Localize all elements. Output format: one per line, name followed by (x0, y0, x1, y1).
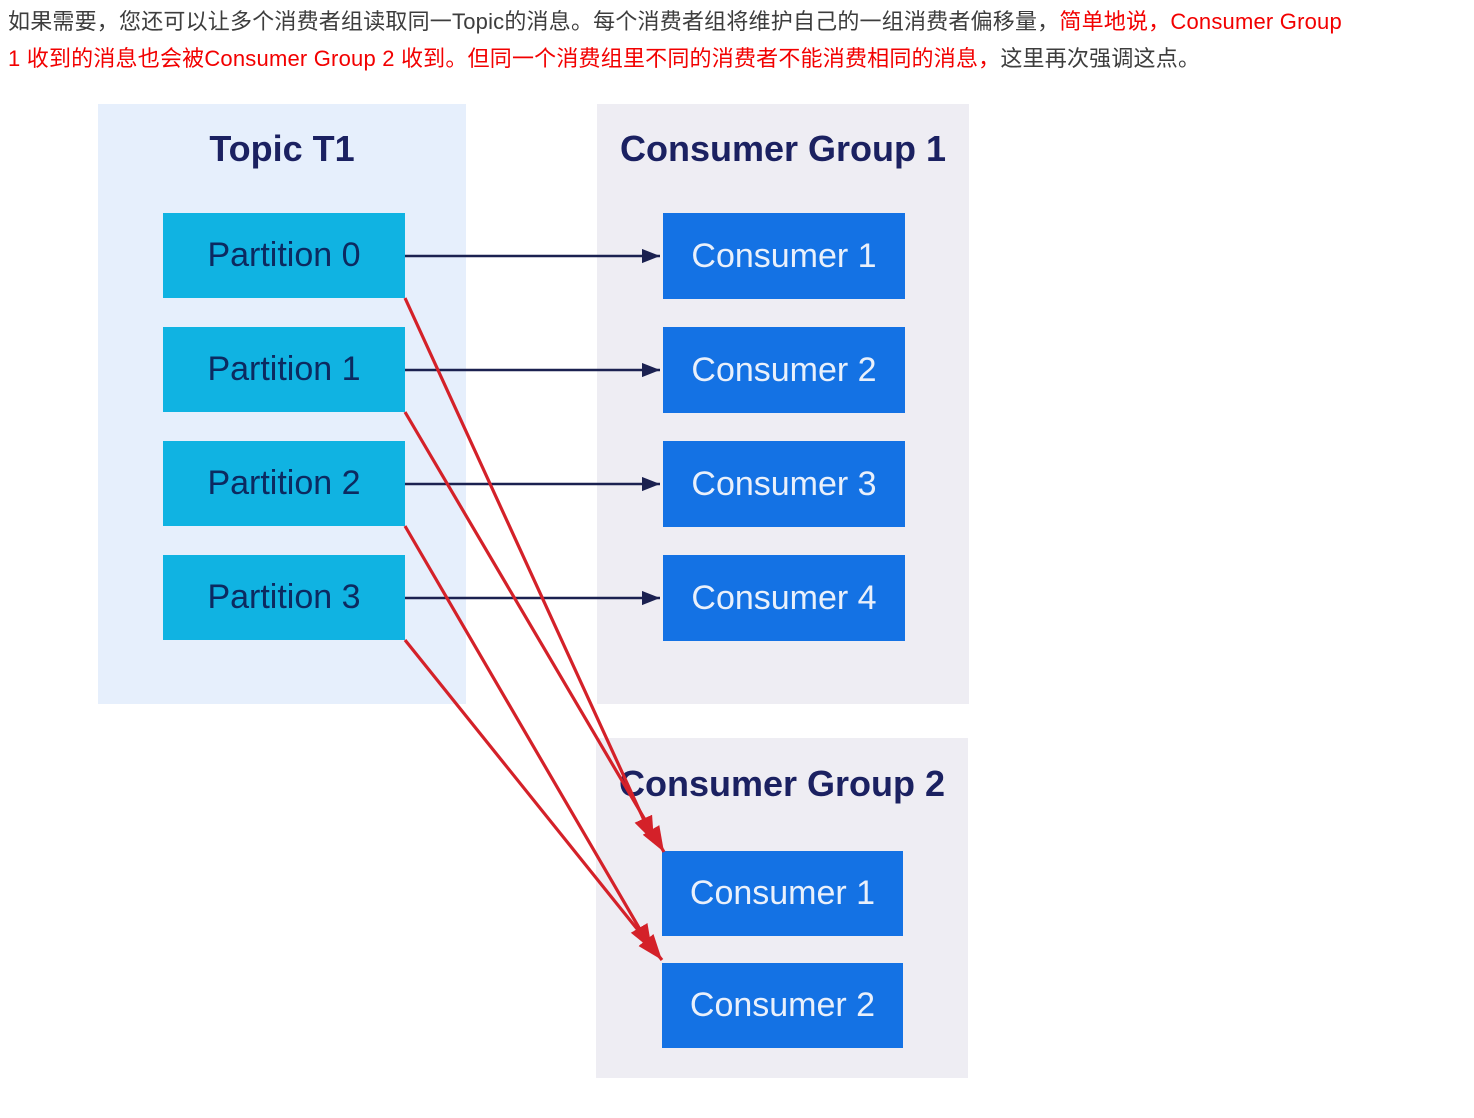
intro-line2-black: 这里再次强调这点。 (1000, 46, 1201, 71)
group1-consumer-3-box: Consumer 3 (663, 441, 905, 527)
intro-paragraph: 如果需要，您还可以让多个消费者组读取同一Topic的消息。每个消费者组将维护自己… (8, 3, 1468, 77)
topic-title: Topic T1 (209, 128, 355, 169)
consumer-group-2-title: Consumer Group 2 (618, 763, 946, 804)
partition-2-box: Partition 2 (163, 441, 405, 526)
group1-consumer-2-box: Consumer 2 (663, 327, 905, 413)
partition-3-box: Partition 3 (163, 555, 405, 640)
intro-line1-black: 如果需要，您还可以让多个消费者组读取同一Topic的消息。每个消费者组将维护自己… (8, 9, 1060, 34)
intro-line1-red: 简单地说，Consumer Group (1059, 9, 1342, 34)
partition-0-box: Partition 0 (163, 213, 405, 298)
group1-consumer-1-box: Consumer 1 (663, 213, 905, 299)
intro-line-1: 如果需要，您还可以让多个消费者组读取同一Topic的消息。每个消费者组将维护自己… (8, 3, 1468, 40)
consumer-group-1-title: Consumer Group 1 (619, 128, 947, 169)
intro-line2-red: 1 收到的消息也会被Consumer Group 2 收到。但同一个消费组里不同… (8, 46, 1001, 71)
group2-consumer-2-box: Consumer 2 (662, 963, 903, 1048)
group2-consumer-1-box: Consumer 1 (662, 851, 903, 936)
group1-consumer-4-box: Consumer 4 (663, 555, 905, 641)
intro-line-2: 1 收到的消息也会被Consumer Group 2 收到。但同一个消费组里不同… (8, 40, 1468, 77)
partition-1-box: Partition 1 (163, 327, 405, 412)
